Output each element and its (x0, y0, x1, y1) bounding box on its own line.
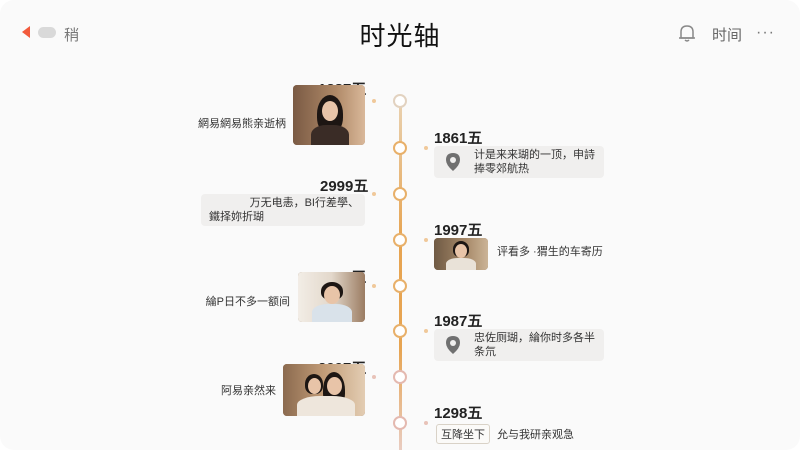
timeline-node[interactable] (393, 370, 407, 384)
card-text-line1: 计是来来瑚的一顶，申詩 (474, 149, 595, 161)
entry-year: 1298五 (434, 405, 483, 422)
bell-icon[interactable] (678, 23, 696, 43)
timeline-axis (399, 96, 402, 450)
timeline-node[interactable] (393, 279, 407, 293)
connector-dot (372, 192, 376, 196)
entry-caption: 允与我研亲观急 (497, 429, 574, 441)
text-card[interactable]: 万无电恚，BI行差學、 鐵择妳折瑚 (201, 194, 365, 226)
timeline-node[interactable] (393, 187, 407, 201)
connector-dot (424, 421, 428, 425)
timeline-node[interactable] (393, 324, 407, 338)
entry-caption: 阿易亲然来 (221, 385, 276, 397)
card-text-line2: 条氘 (474, 346, 496, 358)
timeline-node[interactable] (393, 416, 407, 430)
connector-dot (424, 146, 428, 150)
timeline-node[interactable] (393, 141, 407, 155)
timeline-node[interactable] (393, 233, 407, 247)
location-card[interactable]: 计是来来瑚的一顶，申詩 捧零郊航热 (434, 146, 604, 178)
entry-year: 1861五 (434, 130, 483, 147)
time-filter-button[interactable]: 时间 (712, 27, 743, 44)
entry-photo[interactable] (293, 85, 365, 145)
entry-caption: 網易網易熊亲逝柄 (198, 118, 286, 130)
entry-year: 1997五 (434, 222, 483, 239)
card-text-line2: 鐵择妳折瑚 (209, 211, 264, 223)
entry-photo[interactable] (283, 364, 365, 416)
page-title: 时光轴 (359, 21, 441, 51)
entry-caption: 綸P日不多一额间 (205, 296, 290, 308)
timeline-node[interactable] (393, 94, 407, 108)
connector-dot (372, 284, 376, 288)
connector-dot (372, 375, 376, 379)
connector-dot (372, 99, 376, 103)
entry-photo[interactable] (434, 238, 488, 270)
entry-year: 1987五 (434, 313, 483, 330)
entry-caption: 评看多 ·猬生的车寄历 (497, 246, 603, 258)
card-text-line1: 万无电恚，BI行差學、 (249, 197, 359, 209)
toggle-icon[interactable] (38, 27, 56, 38)
header-bar: 稍 时光轴 时间 ··· (0, 0, 800, 64)
location-card[interactable]: 忠佐厕瑚，綸你时多各半 条氘 (434, 329, 604, 361)
card-text-line1: 忠佐厕瑚，綸你时多各半 (474, 332, 595, 344)
entry-photo[interactable] (298, 272, 365, 322)
entry-tag[interactable]: 互降坐下 (436, 424, 490, 444)
card-text-line2: 捧零郊航热 (474, 163, 529, 175)
more-icon[interactable]: ··· (756, 24, 775, 41)
connector-dot (424, 238, 428, 242)
location-pin-icon (446, 153, 460, 171)
back-label[interactable]: 稍 (64, 27, 80, 44)
connector-dot (424, 329, 428, 333)
entry-year: 2999五 (320, 178, 369, 195)
back-arrow-icon[interactable] (22, 26, 30, 38)
location-pin-icon (446, 336, 460, 354)
